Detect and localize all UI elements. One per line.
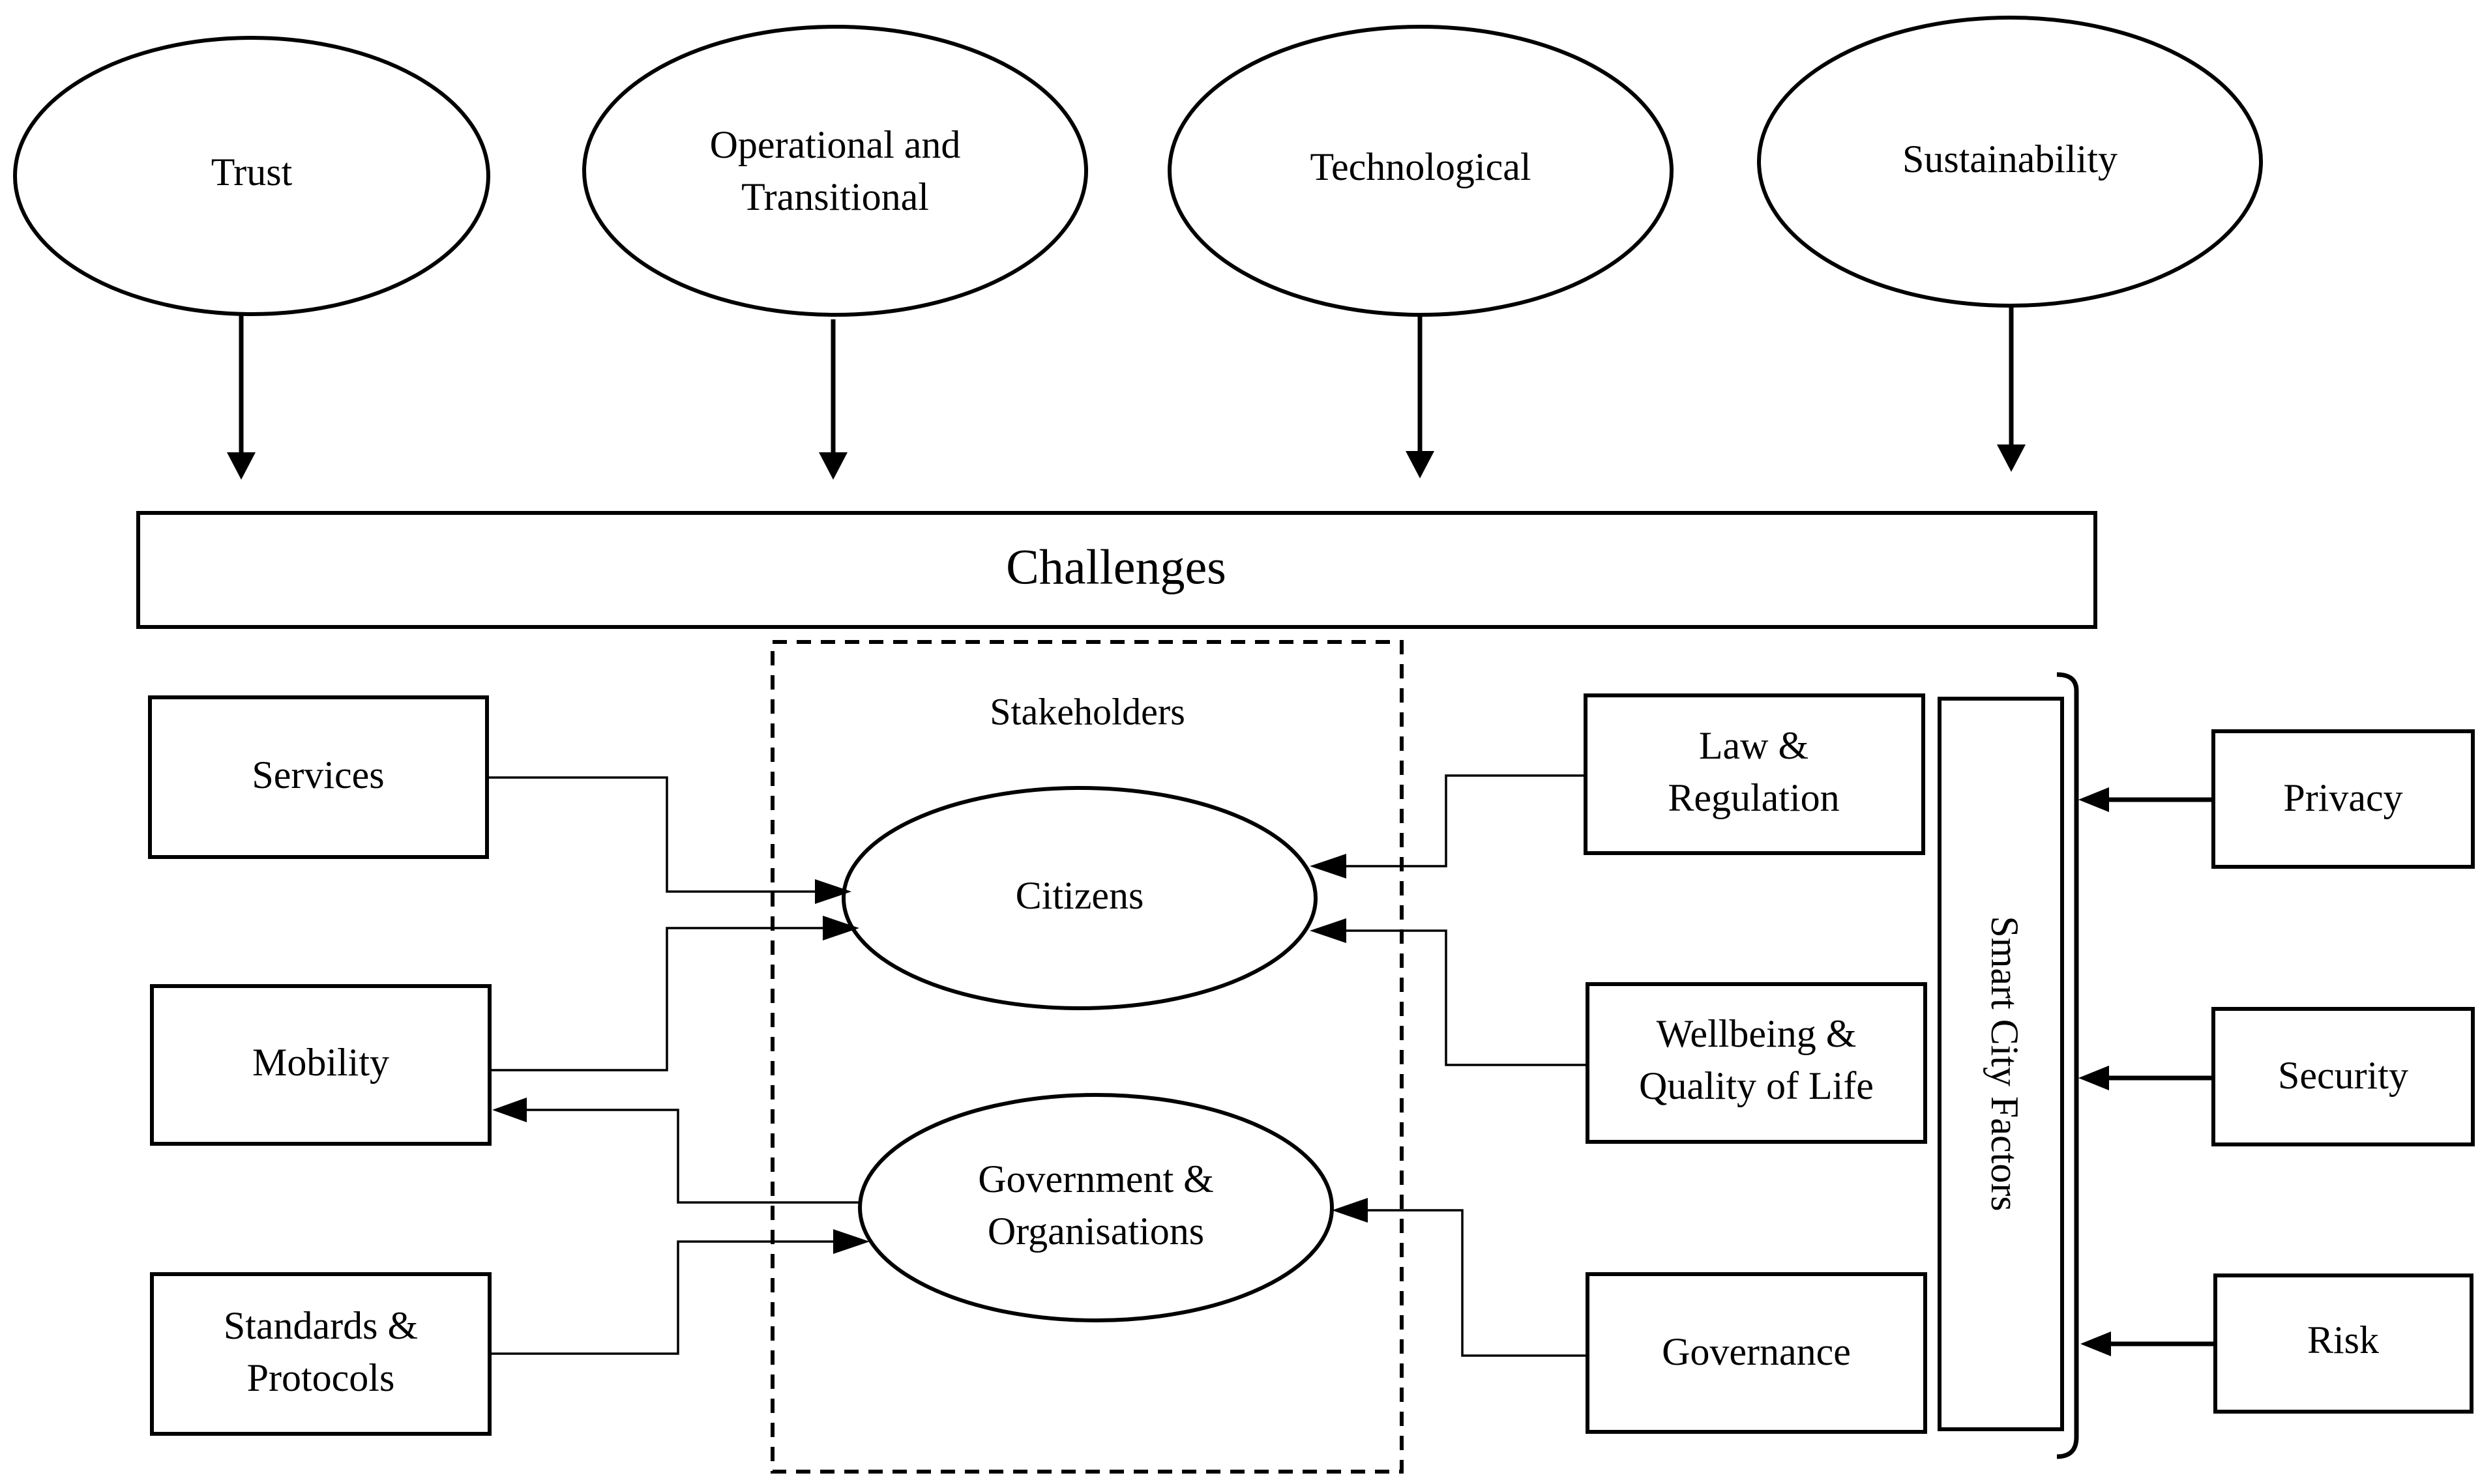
- stakeholders-title: Stakeholders: [990, 690, 1185, 733]
- sustainability-label: Sustainability: [1902, 138, 2118, 181]
- sustainability-ellipse: [1757, 16, 2263, 308]
- wellbeing-to-citizens-arrowhead: [1310, 918, 1346, 943]
- sustainability-arrowhead: [1997, 444, 2026, 472]
- operational-label: Operational and: [710, 123, 961, 166]
- challenges-box: [136, 511, 2097, 629]
- government-to-mobility-connector: [527, 1109, 861, 1204]
- services-label: Services: [252, 753, 384, 796]
- standards-label-line2: Protocols: [247, 1356, 395, 1399]
- mobility-box: [150, 984, 492, 1146]
- wellbeing-to-citizens-connector: [1346, 929, 1587, 1066]
- services-to-citizens-connector: [487, 776, 815, 893]
- standards-to-government-arrowhead: [833, 1229, 870, 1254]
- citizens-ellipse: [842, 786, 1318, 1010]
- wellbeing-box: [1586, 982, 1927, 1144]
- government-to-mobility-arrowhead: [492, 1098, 527, 1122]
- services-box: [148, 695, 489, 859]
- privacy-label: Privacy: [2283, 776, 2402, 819]
- mobility-to-citizens-connector: [490, 927, 823, 1071]
- government-label-line2: Organisations: [988, 1210, 1204, 1253]
- government-ellipse: [858, 1093, 1334, 1322]
- security-arrowhead: [2078, 1066, 2109, 1090]
- privacy-arrowhead: [2078, 787, 2109, 812]
- law-label: Law &: [1699, 724, 1808, 767]
- risk-label: Risk: [2307, 1318, 2379, 1361]
- standards-label: Standards &: [224, 1304, 418, 1347]
- smart-city-factors-label: Smart City Factors: [1983, 916, 2026, 1211]
- trust-arrowhead: [227, 452, 256, 480]
- technological-arrowhead: [1406, 451, 1434, 478]
- mobility-label: Mobility: [252, 1041, 389, 1084]
- mobility-to-citizens-arrowhead: [823, 916, 859, 940]
- law-box: [1584, 693, 1925, 855]
- operational-ellipse: [582, 25, 1088, 317]
- technological-label: Technological: [1310, 145, 1531, 188]
- law-to-citizens-connector: [1346, 774, 1586, 867]
- operational-label-line2: Transitional: [741, 175, 929, 218]
- risk-arrowhead: [2080, 1331, 2111, 1356]
- law-to-citizens-arrowhead: [1310, 854, 1346, 879]
- governance-box: [1586, 1272, 1927, 1434]
- wellbeing-label: Wellbeing &: [1657, 1012, 1857, 1055]
- governance-to-government-connector: [1368, 1209, 1587, 1357]
- services-to-citizens-arrowhead: [815, 879, 851, 904]
- factors-bracket: [2056, 672, 2079, 1459]
- stakeholders-region: [771, 640, 1404, 1474]
- risk-box: [2213, 1273, 2473, 1414]
- wellbeing-label-line2: Quality of Life: [1639, 1064, 1874, 1107]
- security-box: [2211, 1007, 2475, 1146]
- security-label: Security: [2278, 1054, 2408, 1097]
- operational-arrowhead: [819, 452, 848, 480]
- challenges-label: Challenges: [1006, 540, 1226, 594]
- trust-label: Trust: [211, 151, 293, 194]
- citizens-label: Citizens: [1016, 874, 1144, 917]
- governance-label: Governance: [1662, 1330, 1851, 1373]
- smart-city-factors-box: [1938, 697, 2064, 1431]
- law-label-line2: Regulation: [1668, 776, 1839, 819]
- governance-to-government-arrowhead: [1332, 1198, 1368, 1223]
- government-label: Government &: [978, 1157, 1214, 1200]
- trust-ellipse: [13, 36, 490, 316]
- standards-box: [150, 1272, 492, 1436]
- standards-to-government-connector: [490, 1240, 833, 1355]
